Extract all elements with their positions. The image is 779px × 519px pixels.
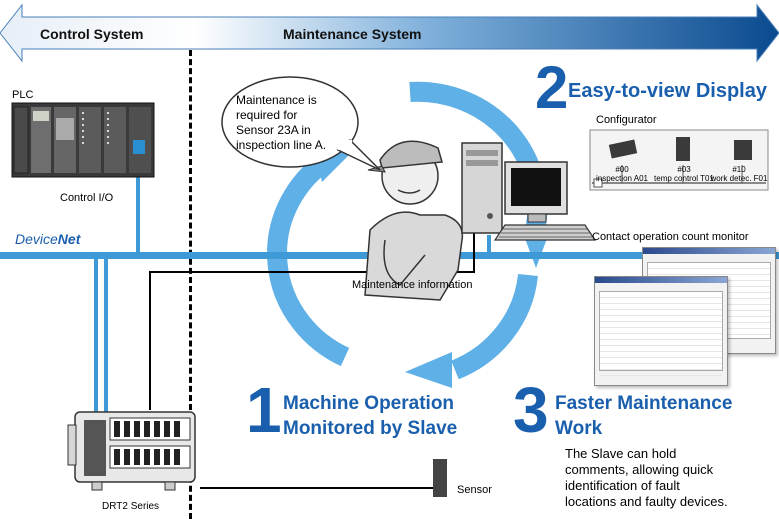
config-device: #00 inspection A01 bbox=[592, 165, 652, 183]
devicenet-logo: DeviceNet bbox=[15, 231, 80, 247]
config-device: #10 work detec. F01 bbox=[710, 165, 768, 183]
monitor-window-front bbox=[594, 276, 728, 386]
step-3-title: Faster Maintenance Work bbox=[555, 391, 732, 441]
devicenet-logo-device: Device bbox=[15, 231, 58, 247]
speech-line: Sensor 23A in bbox=[236, 123, 311, 137]
plc-drop bbox=[136, 155, 140, 255]
control-system-label: Control System bbox=[40, 26, 144, 42]
step-3-number: 3 bbox=[513, 374, 549, 446]
step-1-number: 1 bbox=[246, 374, 282, 446]
plc-rack bbox=[11, 102, 155, 178]
step-2-title: Easy-to-view Display bbox=[568, 80, 767, 102]
speech-line: required for bbox=[236, 108, 298, 122]
drt2-slave bbox=[67, 411, 196, 491]
step-2-number: 2 bbox=[535, 54, 569, 121]
slave-drop-1 bbox=[94, 258, 98, 428]
speech-line: Maintenance is bbox=[236, 93, 317, 107]
speech-bubble-shape bbox=[221, 76, 381, 171]
system-divider bbox=[189, 50, 192, 519]
config-device: #03 temp control T01 bbox=[654, 165, 714, 183]
monitor-label: Contact operation count monitor bbox=[592, 231, 749, 243]
maintenance-worker bbox=[364, 140, 464, 301]
computer-drop bbox=[487, 235, 491, 255]
config-device-id: #03 bbox=[677, 165, 691, 174]
drt2-series-label: DRT2 Series bbox=[102, 501, 160, 512]
maintenance-info-label: Maintenance information bbox=[352, 279, 473, 291]
step-3-description-line: identification of fault bbox=[565, 478, 680, 493]
maintenance-info-line bbox=[149, 205, 475, 410]
plc-label: PLC bbox=[12, 89, 34, 101]
step-3-description: The Slave can hold comments, allowing qu… bbox=[565, 446, 728, 510]
pc-monitor bbox=[504, 161, 568, 223]
config-device-id: #00 bbox=[615, 165, 629, 174]
speech-bubble-text: Maintenance is required for Sensor 23A i… bbox=[236, 93, 326, 153]
maintenance-system-label: Maintenance System bbox=[283, 26, 422, 42]
step-3-description-line: locations and faulty devices. bbox=[565, 494, 728, 509]
slave-drop-2 bbox=[104, 258, 108, 428]
sensor-label: Sensor bbox=[457, 484, 492, 496]
step-1-title-line: Monitored by Slave bbox=[283, 418, 458, 439]
config-device-name: inspection A01 bbox=[595, 174, 649, 183]
control-io-label: Control I/O bbox=[60, 192, 114, 204]
step-3-title-line: Work bbox=[555, 418, 603, 439]
tower-computer bbox=[461, 142, 503, 234]
step-3-description-line: The Slave can hold bbox=[565, 446, 677, 461]
sensor bbox=[433, 459, 447, 497]
configurator-label: Configurator bbox=[596, 114, 657, 126]
step-1-title: Machine Operation Monitored by Slave bbox=[283, 391, 457, 441]
step-3-description-line: comments, allowing quick bbox=[565, 462, 714, 477]
devicenet-logo-net: Net bbox=[57, 231, 81, 247]
config-device-name: work detec. F01 bbox=[710, 174, 768, 183]
step-1-title-line: Machine Operation bbox=[283, 393, 455, 414]
configurator-window bbox=[589, 129, 769, 191]
keyboard bbox=[493, 224, 597, 241]
config-device-name: temp control T01 bbox=[654, 174, 714, 183]
step-3-title-line: Faster Maintenance bbox=[555, 393, 733, 414]
speech-line: inspection line A. bbox=[236, 138, 327, 152]
config-device-id: #10 bbox=[732, 165, 746, 174]
system-arrow bbox=[0, 3, 779, 63]
